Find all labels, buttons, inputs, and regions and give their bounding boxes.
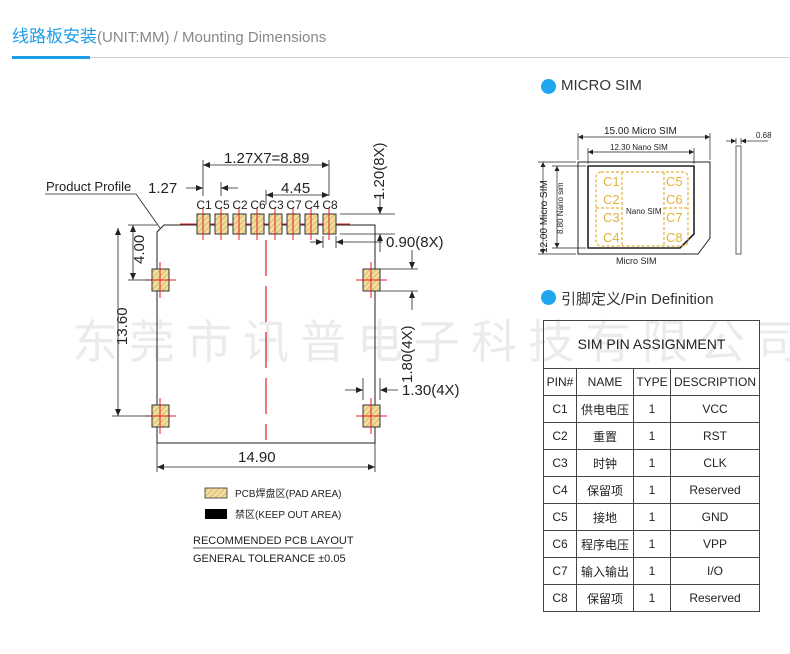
cell-pin: C7 [543, 557, 577, 585]
dim-4-45: 4.45 [281, 180, 310, 197]
cell-type: 1 [633, 476, 671, 504]
cell-name: 供电电压 [576, 395, 634, 423]
legend-pad-text: PCB焊盘区(PAD AREA) [235, 487, 342, 500]
tolerance-text: GENERAL TOLERANCE ±0.05 [193, 553, 346, 565]
legend-keepout-text: 禁区(KEEP OUT AREA) [235, 509, 341, 521]
dim-12-30: 12.30 Nano SIM [610, 143, 668, 152]
col-description: DESCRIPTION [670, 368, 760, 396]
cell-pin: C6 [543, 530, 577, 558]
pcb-layout-drawing: C1 C5 C2 C6 C3 C7 C4 C8 [45, 142, 460, 565]
pad-label-c4: C4 [304, 198, 320, 212]
micro-sim-drawing: 15.00 Micro SIM 12.30 Nano SIM 0.68 12.0… [538, 126, 772, 266]
cell-pin: C8 [543, 584, 577, 612]
sim-contact-c7: C7 [666, 210, 683, 225]
cell-description: Reserved [670, 584, 760, 612]
recommended-layout-text: RECOMMENDED PCB LAYOUT [193, 535, 354, 547]
pin-def-title: 引脚定义/Pin Definition [561, 291, 714, 308]
pad-label-c6: C6 [250, 198, 266, 212]
title-divider [90, 57, 790, 58]
cell-description: I/O [670, 557, 760, 585]
cell-type: 1 [633, 557, 671, 585]
cell-description: CLK [670, 449, 760, 477]
cell-pin: C5 [543, 503, 577, 531]
dim-15-00: 15.00 Micro SIM [604, 126, 677, 137]
col-pin: PIN# [543, 368, 577, 396]
cell-name: 重置 [576, 422, 634, 450]
pin-assignment-table: SIM PIN ASSIGNMENT PIN# NAME TYPE DESCRI… [543, 320, 760, 612]
dim-1-80: 1.80(4X) [399, 325, 416, 383]
table-header-row: PIN# NAME TYPE DESCRIPTION [543, 368, 760, 396]
dim-1-27: 1.27 [148, 180, 177, 197]
cell-type: 1 [633, 449, 671, 477]
cell-type: 1 [633, 395, 671, 423]
dim-1-30: 1.30(4X) [402, 382, 460, 399]
product-outline [156, 224, 376, 444]
dim-0-68: 0.68 [756, 131, 772, 140]
cell-name: 程序电压 [576, 530, 634, 558]
sim-contact-c1: C1 [603, 174, 620, 189]
sim-contact-c3: C3 [603, 210, 620, 225]
cell-name: 时钟 [576, 449, 634, 477]
cell-type: 1 [633, 530, 671, 558]
cell-description: Reserved [670, 476, 760, 504]
cell-name: 保留项 [576, 476, 634, 504]
pad-label-c5: C5 [214, 198, 230, 212]
sim-contact-c6: C6 [666, 192, 683, 207]
dim-1-20: 1.20(8X) [371, 142, 388, 200]
micro-sim-title: MICRO SIM [561, 77, 642, 94]
cell-pin: C2 [543, 422, 577, 450]
sim-contact-c8: C8 [666, 230, 683, 245]
dim-13-60: 13.60 [114, 307, 131, 345]
title-accent-bar [12, 56, 90, 59]
sim-contact-c4: C4 [603, 230, 620, 245]
micro-sim-bullet [541, 79, 556, 94]
dim-12-00: 12.00 Micro SIM [539, 180, 550, 253]
cell-pin: C1 [543, 395, 577, 423]
pin-table-title: SIM PIN ASSIGNMENT [543, 320, 760, 368]
page-title: 线路板安装(UNIT:MM) / Mounting Dimensions [12, 22, 326, 47]
sim-contact-c5: C5 [666, 174, 683, 189]
cell-pin: C4 [543, 476, 577, 504]
product-profile-label: Product Profile [46, 179, 131, 194]
pad-label-c8: C8 [322, 198, 338, 212]
pad-label-c7: C7 [286, 198, 302, 212]
title-cn: 线路板安装 [12, 27, 97, 46]
cell-type: 1 [633, 422, 671, 450]
legend-keepout-swatch [205, 509, 227, 519]
cell-name: 保留项 [576, 584, 634, 612]
dim-4-00: 4.00 [131, 235, 148, 264]
pad-label-c1: C1 [196, 198, 212, 212]
dim-14-90: 14.90 [238, 449, 276, 466]
cell-description: GND [670, 503, 760, 531]
dim-8-80: 8.80 Nano sim [556, 182, 565, 234]
legend-pad-swatch [204, 487, 228, 499]
cell-description: RST [670, 422, 760, 450]
cell-name: 接地 [576, 503, 634, 531]
cell-type: 1 [633, 584, 671, 612]
col-type: TYPE [633, 368, 671, 396]
cell-description: VCC [670, 395, 760, 423]
cell-type: 1 [633, 503, 671, 531]
pin-def-bullet [541, 290, 556, 305]
sim-contact-c2: C2 [603, 192, 620, 207]
nano-sim-label: Nano SIM [626, 207, 662, 216]
dim-0-90: 0.90(8X) [386, 234, 444, 251]
cell-pin: C3 [543, 449, 577, 477]
micro-sim-label: Micro SIM [616, 256, 657, 266]
dim-pitch: 1.27X7=8.89 [224, 150, 310, 167]
pad-label-c2: C2 [232, 198, 248, 212]
pad-label-c3: C3 [268, 198, 284, 212]
cell-name: 输入输出 [576, 557, 634, 585]
cell-description: VPP [670, 530, 760, 558]
col-name: NAME [576, 368, 634, 396]
title-en: (UNIT:MM) / Mounting Dimensions [97, 29, 327, 46]
